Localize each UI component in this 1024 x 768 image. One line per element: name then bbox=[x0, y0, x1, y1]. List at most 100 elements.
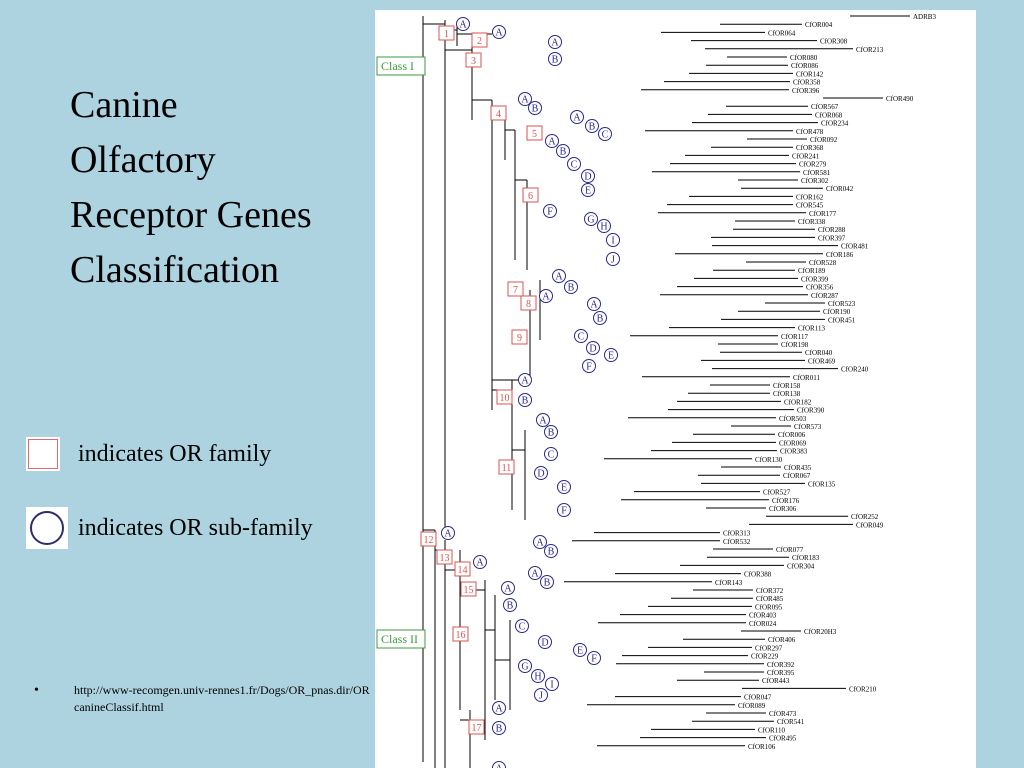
subfamily-circle bbox=[587, 651, 601, 665]
subfamily-circle bbox=[545, 134, 559, 148]
gene-label: CfOR130 bbox=[755, 456, 783, 464]
subfamily-circle bbox=[441, 526, 455, 540]
subfamily-letter: B bbox=[589, 122, 596, 133]
subfamily-circle bbox=[582, 359, 596, 373]
gene-label: CfOR077 bbox=[776, 546, 804, 554]
subfamily-circle bbox=[556, 144, 570, 158]
gene-label: CfOR213 bbox=[856, 46, 884, 54]
family-box bbox=[452, 626, 469, 642]
family-box bbox=[460, 581, 477, 597]
family-box bbox=[507, 281, 524, 297]
subfamily-letter: F bbox=[591, 654, 597, 665]
gene-label: CfOR399 bbox=[801, 275, 829, 283]
subfamily-letter: C bbox=[602, 130, 609, 141]
subfamily-circle bbox=[606, 252, 620, 266]
subfamily-circle bbox=[593, 311, 607, 325]
subfamily-circle bbox=[567, 157, 581, 171]
subfamily-letter: C bbox=[571, 160, 578, 171]
gene-label: CfOR049 bbox=[856, 521, 884, 529]
gene-label: CfOR403 bbox=[749, 612, 777, 620]
gene-label: CfOR086 bbox=[791, 62, 819, 70]
gene-label: ADRB3 bbox=[913, 13, 936, 21]
gene-label: CfOR138 bbox=[773, 390, 801, 398]
gene-label: CfOR252 bbox=[851, 513, 879, 521]
subfamily-circle bbox=[492, 701, 506, 715]
family-number: 1 bbox=[444, 29, 449, 40]
gene-label: CfOR047 bbox=[744, 694, 772, 702]
subfamily-letter: G bbox=[587, 215, 594, 226]
family-box bbox=[490, 105, 507, 121]
subfamily-circle bbox=[536, 413, 550, 427]
subfamily-letter: A bbox=[590, 300, 598, 311]
subfamily-letter: A bbox=[495, 764, 503, 768]
subfamily-circle bbox=[548, 52, 562, 66]
gene-label: CfOR089 bbox=[738, 702, 766, 710]
subfamily-circle bbox=[515, 619, 529, 633]
family-number: 8 bbox=[526, 299, 531, 310]
subfamily-circle bbox=[587, 297, 601, 311]
subfamily-circle bbox=[598, 127, 612, 141]
gene-label: CfOR473 bbox=[769, 710, 797, 718]
gene-label: CfOR372 bbox=[756, 587, 784, 595]
legend-subfamily-text: indicates OR sub-family bbox=[78, 514, 313, 541]
gene-label: CfOR581 bbox=[803, 169, 831, 177]
gene-label: CfOR338 bbox=[798, 218, 826, 226]
gene-label: CfOR006 bbox=[778, 431, 806, 439]
subfamily-circle bbox=[570, 110, 584, 124]
family-number: 12 bbox=[424, 535, 434, 546]
subfamily-circle bbox=[573, 643, 587, 657]
family-number: 11 bbox=[502, 463, 512, 474]
gene-label: CfOR313 bbox=[723, 530, 751, 538]
subfamily-circle bbox=[581, 169, 595, 183]
subfamily-letter: A bbox=[444, 529, 452, 540]
family-number: 15 bbox=[464, 585, 474, 596]
subfamily-letter: D bbox=[541, 638, 548, 649]
subfamily-letter: B bbox=[560, 147, 567, 158]
source-link[interactable]: http://www-recomgen.univ-rennes1.fr/Dogs… bbox=[74, 683, 370, 714]
family-box bbox=[511, 329, 528, 345]
family-number: 16 bbox=[456, 630, 466, 641]
subfamily-letter: A bbox=[536, 538, 544, 549]
subfamily-letter: A bbox=[495, 28, 503, 39]
family-number: 4 bbox=[496, 109, 501, 120]
subfamily-circle bbox=[473, 555, 487, 569]
subfamily-letter: A bbox=[573, 113, 581, 124]
family-number: 10 bbox=[500, 393, 510, 404]
subfamily-letter: J bbox=[539, 691, 543, 702]
gene-label: CfOR042 bbox=[826, 185, 854, 193]
gene-label: CfOR229 bbox=[751, 653, 779, 661]
class-box bbox=[376, 629, 426, 649]
subfamily-circle bbox=[528, 566, 542, 580]
subfamily-circle bbox=[557, 503, 571, 517]
subfamily-letter: B bbox=[548, 428, 555, 439]
gene-label: CfOR20H3 bbox=[804, 628, 837, 636]
family-box bbox=[465, 52, 482, 68]
subfamily-letter: B bbox=[568, 283, 575, 294]
subfamily-circle bbox=[492, 761, 506, 768]
subfamily-letter: I bbox=[611, 236, 614, 247]
subfamily-letter: J bbox=[611, 255, 615, 266]
gene-label: CfOR011 bbox=[793, 374, 820, 382]
subfamily-letter: F bbox=[586, 362, 592, 373]
subfamily-circle bbox=[543, 204, 557, 218]
subfamily-circle bbox=[606, 233, 620, 247]
slide-title: Canine Olfactory Receptor Genes Classifi… bbox=[70, 84, 312, 291]
gene-label: CfOR356 bbox=[806, 284, 834, 292]
gene-label: CfOR528 bbox=[809, 259, 837, 267]
gene-label: CfOR469 bbox=[808, 357, 836, 365]
gene-label: CfOR306 bbox=[769, 505, 797, 513]
gene-label: CfOR302 bbox=[801, 177, 829, 185]
subfamily-circle bbox=[528, 101, 542, 115]
subfamily-letter: G bbox=[521, 662, 528, 673]
family-box bbox=[520, 295, 537, 311]
legend-family: indicates OR family bbox=[26, 437, 271, 471]
family-number: 13 bbox=[440, 553, 450, 564]
subfamily-letter: D bbox=[537, 469, 544, 480]
gene-label: CfOR143 bbox=[715, 579, 743, 587]
subfamily-letter: I bbox=[550, 680, 553, 691]
gene-label: CfOR297 bbox=[755, 644, 783, 652]
gene-label: CfOR358 bbox=[793, 79, 821, 87]
gene-label: CfOR478 bbox=[796, 128, 824, 136]
gene-label: CfOR068 bbox=[815, 111, 843, 119]
